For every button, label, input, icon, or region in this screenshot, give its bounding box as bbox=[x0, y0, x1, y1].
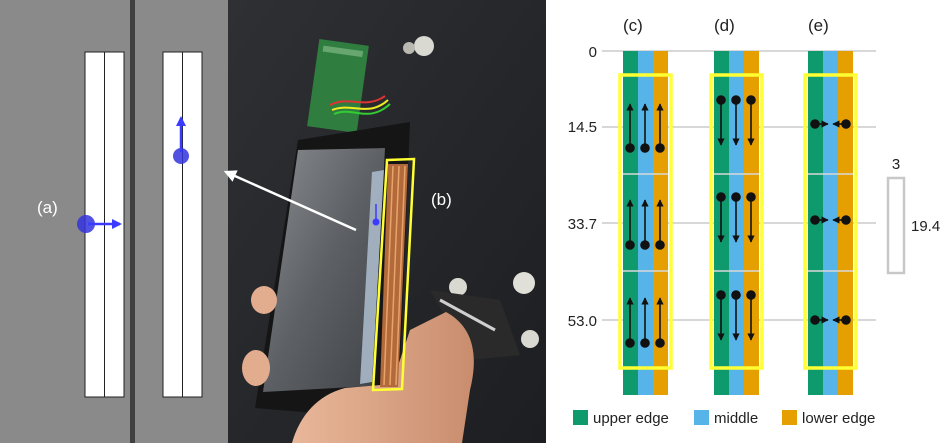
legend-swatch-lower-edge bbox=[782, 410, 797, 425]
scale-bar: 3 19.4 bbox=[886, 156, 940, 275]
y-tick: 14.5 bbox=[568, 119, 597, 136]
phone-screen bbox=[263, 148, 385, 392]
scale-height-label: 19.4 bbox=[911, 218, 940, 235]
y-tick: 53.0 bbox=[568, 313, 597, 330]
panel-label-c: (c) bbox=[623, 16, 643, 35]
photo-panel: (b) bbox=[223, 0, 546, 443]
legend: upper edge middle lower edge bbox=[573, 410, 875, 427]
pointer-arrow bbox=[223, 170, 357, 232]
legend-label: upper edge bbox=[593, 410, 669, 427]
strip-group-e bbox=[803, 51, 858, 395]
y-tick: 0 bbox=[589, 44, 597, 61]
panel-label-d: (d) bbox=[714, 16, 735, 35]
legend-swatch-middle bbox=[694, 410, 709, 425]
strip-group-d bbox=[709, 51, 764, 395]
panel-label-a: (a) bbox=[37, 198, 58, 217]
legend-swatch-upper-edge bbox=[573, 410, 588, 425]
circuit-board bbox=[307, 38, 391, 134]
tracking-marker bbox=[521, 330, 539, 348]
tracking-marker bbox=[513, 272, 535, 294]
hand bbox=[292, 312, 474, 443]
legend-label: middle bbox=[714, 410, 758, 427]
divider bbox=[130, 0, 135, 443]
electrode-diagrams: (c) (d) (e) 0 14.5 33.7 53.0 bbox=[568, 16, 940, 427]
panel-label-b: (b) bbox=[431, 190, 452, 209]
panel-label-e: (e) bbox=[808, 16, 829, 35]
tracking-marker bbox=[414, 36, 434, 56]
strip-group-c bbox=[618, 51, 673, 395]
electrode-highlight bbox=[371, 157, 416, 392]
scale-width-label: 3 bbox=[892, 156, 900, 173]
touch-point-marker bbox=[173, 148, 189, 164]
y-tick: 33.7 bbox=[568, 216, 597, 233]
legend-label: lower edge bbox=[802, 410, 875, 427]
simulation-panel: (a) bbox=[0, 0, 228, 443]
tracking-marker bbox=[449, 278, 467, 296]
touch-point-marker bbox=[77, 215, 95, 233]
